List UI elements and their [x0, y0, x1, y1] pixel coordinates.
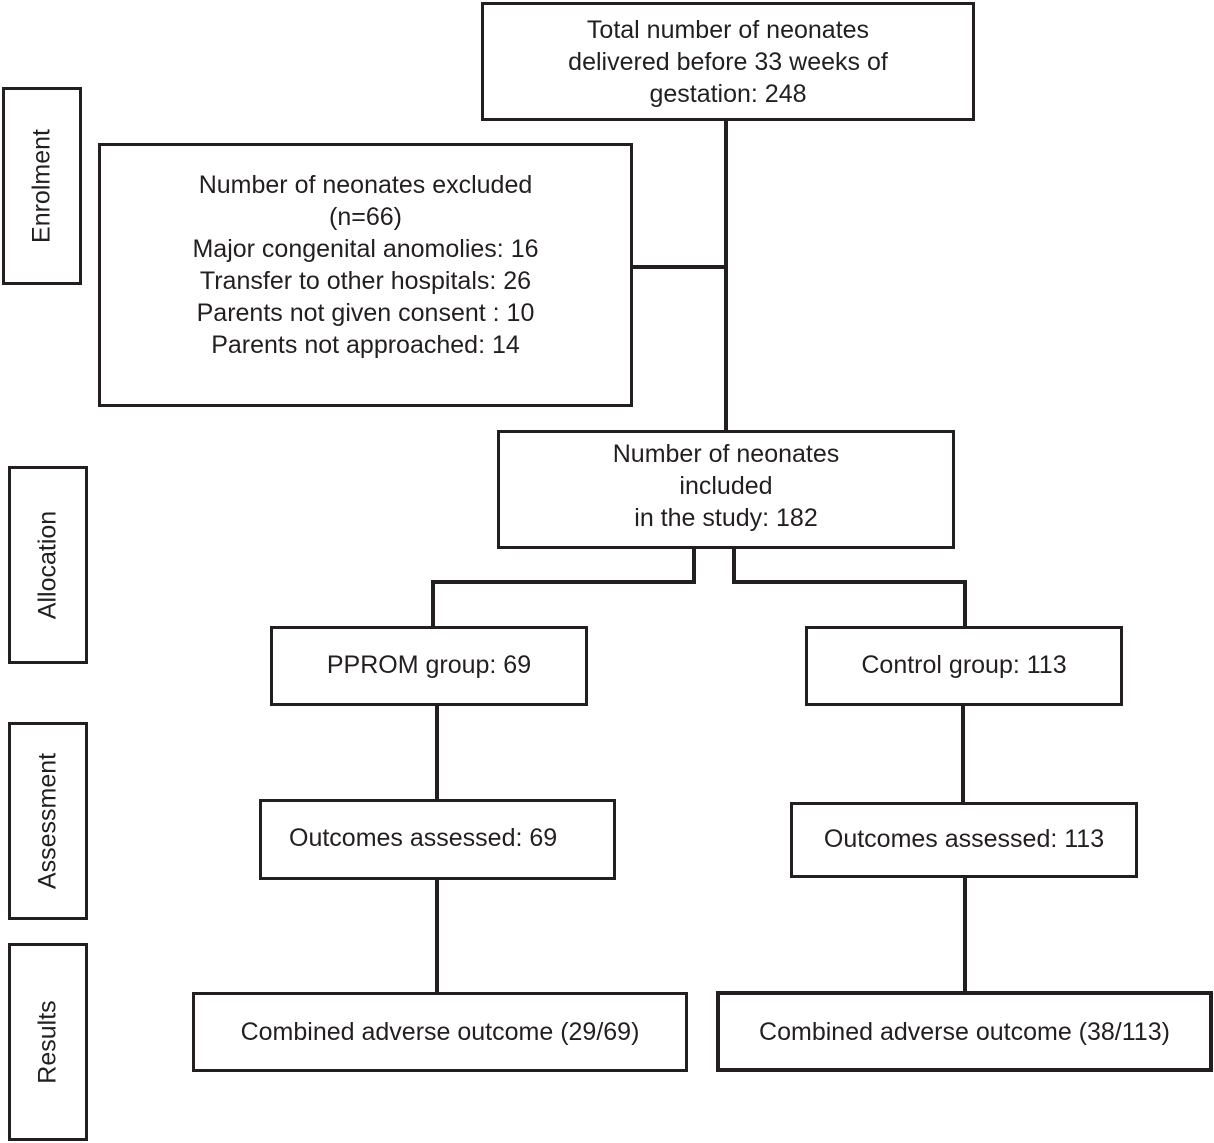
control-assessed-box: Outcomes assessed: 113 — [790, 802, 1138, 878]
total-line-1: Total number of neonates — [586, 16, 870, 44]
connector-included-to-control — [732, 548, 967, 627]
control-assessed-label: Outcomes assessed: 113 — [823, 825, 1105, 853]
included-line-2: included — [679, 472, 773, 500]
control-outcome-label: Combined adverse outcome (38/113) — [759, 1018, 1170, 1046]
total-neonates-box: Total number of neonates delivered befor… — [481, 2, 975, 121]
pprom-group-box: PPROM group: 69 — [270, 626, 588, 706]
included-box: Number of neonates included in the study… — [497, 430, 955, 549]
excluded-line-3: Major congenital anomolies: 16 — [192, 235, 539, 263]
stage-allocation-label: Allocation — [33, 510, 62, 620]
total-line-2: delivered before 33 weeks of — [568, 48, 888, 76]
stage-enrolment-label: Enrolment — [27, 129, 56, 243]
excluded-line-1: Number of neonates excluded — [198, 171, 533, 199]
connector-included-to-pprom — [431, 548, 696, 627]
pprom-outcome-box: Combined adverse outcome (29/69) — [192, 992, 688, 1072]
pprom-assessed-box: Outcomes assessed: 69 — [259, 799, 616, 880]
stage-results-label: Results — [33, 1000, 62, 1084]
control-outcome-box: Combined adverse outcome (38/113) — [716, 991, 1213, 1072]
excluded-line-5: Parents not given consent : 10 — [196, 299, 535, 327]
excluded-line-6: Parents not approached: 14 — [211, 331, 520, 359]
included-line-3: in the study: 182 — [634, 504, 818, 532]
control-group-label: Control group: 113 — [861, 651, 1067, 679]
pprom-group-label: PPROM group: 69 — [326, 651, 532, 679]
stage-enrolment: Enrolment — [2, 87, 82, 285]
excluded-box: Number of neonates excluded (n=66) Major… — [98, 143, 633, 407]
excluded-line-4: Transfer to other hospitals: 26 — [199, 267, 532, 295]
total-line-3: gestation: 248 — [649, 80, 807, 108]
stage-results: Results — [8, 943, 88, 1141]
stage-assessment-label: Assessment — [33, 752, 62, 890]
pprom-assessed-label: Outcomes assessed: 69 — [289, 824, 558, 852]
pprom-outcome-label: Combined adverse outcome (29/69) — [240, 1018, 640, 1046]
stage-allocation: Allocation — [8, 466, 88, 664]
stage-assessment: Assessment — [8, 722, 88, 920]
control-group-box: Control group: 113 — [805, 626, 1123, 706]
excluded-line-2: (n=66) — [329, 203, 402, 231]
included-line-1: Number of neonates — [612, 440, 840, 468]
